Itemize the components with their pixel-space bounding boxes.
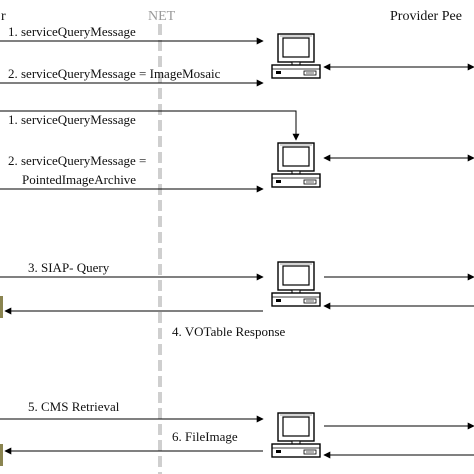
message-arrow <box>0 110 300 141</box>
net-label: NET <box>148 9 176 24</box>
message-label: 6. FileImage <box>172 429 238 444</box>
message-label: 1. serviceQueryMessage <box>8 24 136 39</box>
computer-icon <box>271 33 321 79</box>
message-label: 3. SIAP- Query <box>28 260 110 275</box>
computer-icon <box>271 261 321 307</box>
computer-icon <box>271 412 321 458</box>
message-label: 2. serviceQueryMessage = ImageMosaic <box>8 66 221 81</box>
consumer-activation-bar <box>0 444 3 466</box>
message-label: 2. serviceQueryMessage = <box>8 153 146 168</box>
message-label: 5. CMS Retrieval <box>28 399 120 414</box>
computer-icon <box>271 142 321 188</box>
provider-label: Provider Pee <box>390 9 462 24</box>
consumer-activation-bar <box>0 296 3 318</box>
message-label: PointedImageArchive <box>22 172 136 187</box>
message-label: 4. VOTable Response <box>172 324 286 339</box>
header-left-partial: r <box>1 9 6 24</box>
message-label: 1. serviceQueryMessage <box>8 112 136 127</box>
